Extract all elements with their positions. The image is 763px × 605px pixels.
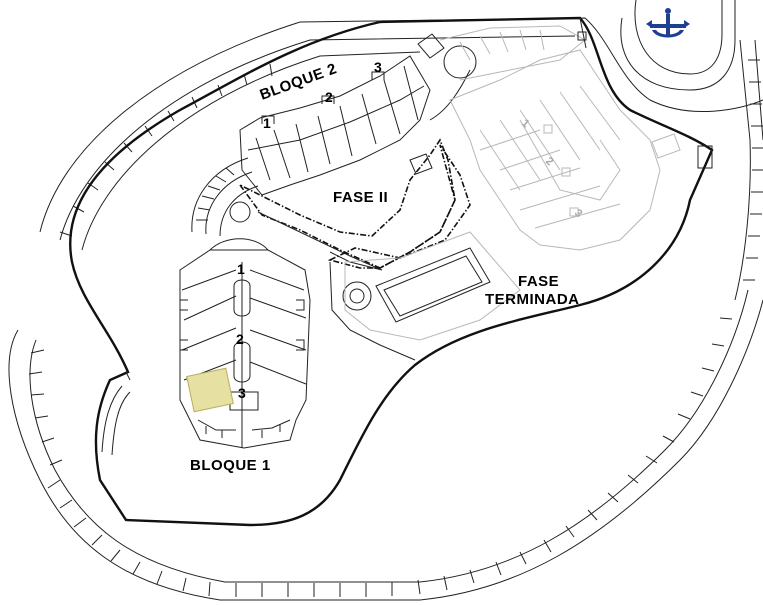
label-bloque-1: BLOQUE 1 <box>190 457 271 474</box>
label-fase-ii: FASE II <box>333 189 388 206</box>
perimeter-road <box>8 0 763 601</box>
bloque-2 <box>191 33 477 237</box>
bloque-1-stair-1: 1 <box>237 261 245 277</box>
label-fase-terminada-2: TERMINADA <box>485 291 580 308</box>
parking-stalls <box>28 63 733 597</box>
bloque-2-stair-1: 1 <box>263 115 271 131</box>
bloque-1-stair-2: 2 <box>236 331 244 347</box>
property-boundary <box>69 16 714 527</box>
pool-area <box>327 144 521 361</box>
bloque-1-stair-3: 3 <box>238 385 246 401</box>
bloque-2-stair-2: 2 <box>325 89 333 105</box>
highlighted-unit[interactable] <box>186 367 234 413</box>
bloque-2-stair-3: 3 <box>374 59 382 75</box>
fase-terminada <box>439 17 713 251</box>
label-fase-terminada-1: FASE <box>518 273 559 290</box>
fase-terminada-stair-3: 3 <box>572 207 584 220</box>
bloque-1 <box>101 238 311 456</box>
fase-terminada-stair-2: 2 <box>543 155 555 168</box>
anchor-compass-icon <box>646 8 690 38</box>
